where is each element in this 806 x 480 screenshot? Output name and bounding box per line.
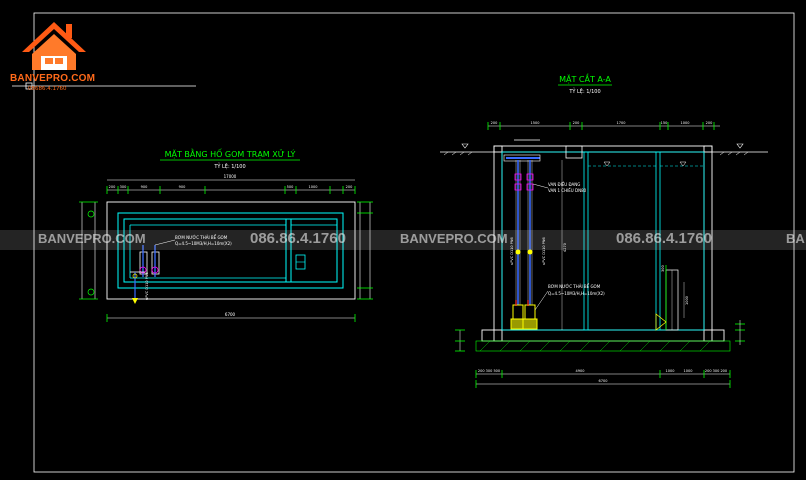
plan-scale: TỶ LỆ: 1/100 [213,162,245,170]
section-dim-bottom-mid: 4900 [576,369,585,373]
watermark-site-1: BANVEPRO.COM [38,231,146,246]
section-lean-hatch [479,340,711,352]
section-top-slab [493,145,713,153]
plan-view: MẶT BẰNG HỐ GOM TRẠM XỬ LÝ TỶ LỆ: 1/100 … [79,147,373,322]
section-dim-2: 200 [573,121,580,125]
section-partition [583,151,589,331]
section-dim-side-1: 300 [661,265,665,272]
section-pump-note-1: BƠM NƯỚC THẢI BỂ GOM [548,284,601,289]
section-valve-note-2: VAN 1 CHIỀU DN80 [548,188,587,193]
level-mark-left [461,143,469,149]
plan-pumps [130,245,160,304]
section-base-slab [481,329,725,342]
watermark-phone-2: 086.86.4.1760 [616,230,712,247]
section-height-dim: 4270 [563,243,567,252]
sheet-frame [33,12,795,473]
section-dim-3: 1700 [617,121,626,125]
watermark-phone-1: 086.86.4.1760 [250,230,346,247]
watermark-band [0,230,806,250]
section-dim-total: 6700 [599,379,608,383]
plan-pipe-label: uPVC D110 PN6 [145,272,149,300]
brand-name: BANVEPRO.COM [10,73,96,84]
section-dim-bottom-right-b: 1000 [684,369,693,373]
plan-outer-wall [117,212,344,289]
section-pumps [510,300,538,330]
cursor-box [25,82,33,90]
plan-dim-bottom: 6700 [225,312,236,317]
section-valve-right [655,313,667,331]
section-pipe-label-1: uPVC D110 PN6 [510,237,514,265]
section-scale: TỶ LỆ: 1/100 [568,87,600,95]
section-manhole [565,145,583,159]
plan-dim-1: 300 [120,185,127,189]
section-pipes [503,154,541,305]
section-partition-2 [655,151,661,331]
section-pump-note-2: Q=4.5~10M3/H,H=10m(X2) [548,291,605,296]
section-pump-leader [534,290,549,311]
watermark-site-2: BANVEPRO.COM [400,231,508,246]
water-mark-2 [679,161,687,167]
section-marker-a-bottom [87,288,95,296]
plan-title: MẶT BẰNG HỐ GOM TRẠM XỬ LÝ [165,147,296,160]
plan-dim-6: 200 [346,185,353,189]
plan-pump-note-2: Q=4.5~10M3/H,H=10m(X2) [175,241,232,246]
section-dim-bottom-ticks [475,370,731,378]
plan-dim-0: 200 [109,185,116,189]
section-dim-6: 200 [706,121,713,125]
brand-logo-icon [22,22,86,70]
plan-dim-ticks [106,186,356,194]
section-dim-bottom-left: 200 300 500 [478,369,500,373]
plan-dim-3: 900 [179,185,186,189]
plan-pump-leader [154,239,176,246]
section-pipe-label-2: uPVC D110 PN6 [542,237,546,265]
section-dim-0: 200 [491,121,498,125]
section-dim-top-ticks [487,122,715,130]
section-dim-left-ticks [455,323,745,352]
plan-dim-4: 500 [287,185,294,189]
section-dim-bottom-right: 200 300 200 [705,369,727,373]
plan-inner-wall [123,218,338,283]
section-dim-1: 1500 [531,121,540,125]
section-dim-side-2: 1000 [685,296,689,305]
section-view: MẶT CẮT A-A TỶ LỆ: 1/100 200 1500 200 17… [440,72,768,388]
water-mark-1 [603,161,611,167]
section-interior [501,151,705,331]
plan-dim-side-ticks [79,201,373,300]
plan-dim-5: 1000 [309,185,318,189]
level-mark-right [736,143,744,149]
watermark-site-3: BA [786,231,805,246]
section-valve-leader [532,183,549,189]
plan-outer-slab [106,201,356,300]
section-marker-a-top [87,210,95,218]
plan-dim-2: 900 [141,185,148,189]
brand-phone: 08686.4.1760 [28,86,67,92]
ground-hatch [443,151,749,156]
plan-dim-total: 17000 [224,174,237,179]
section-valve-note-1: VAN ĐIỀU ĐANG [548,182,580,187]
section-dim-4: 150 [661,121,668,125]
section-lean-concrete [475,340,731,352]
plan-pump-note-1: BƠM NƯỚC THẢI BỂ GOM [175,235,228,240]
section-dim-bottom-right-a: 1000 [666,369,675,373]
section-title: MẶT CẮT A-A [559,72,611,85]
section-dim-5: 1000 [681,121,690,125]
